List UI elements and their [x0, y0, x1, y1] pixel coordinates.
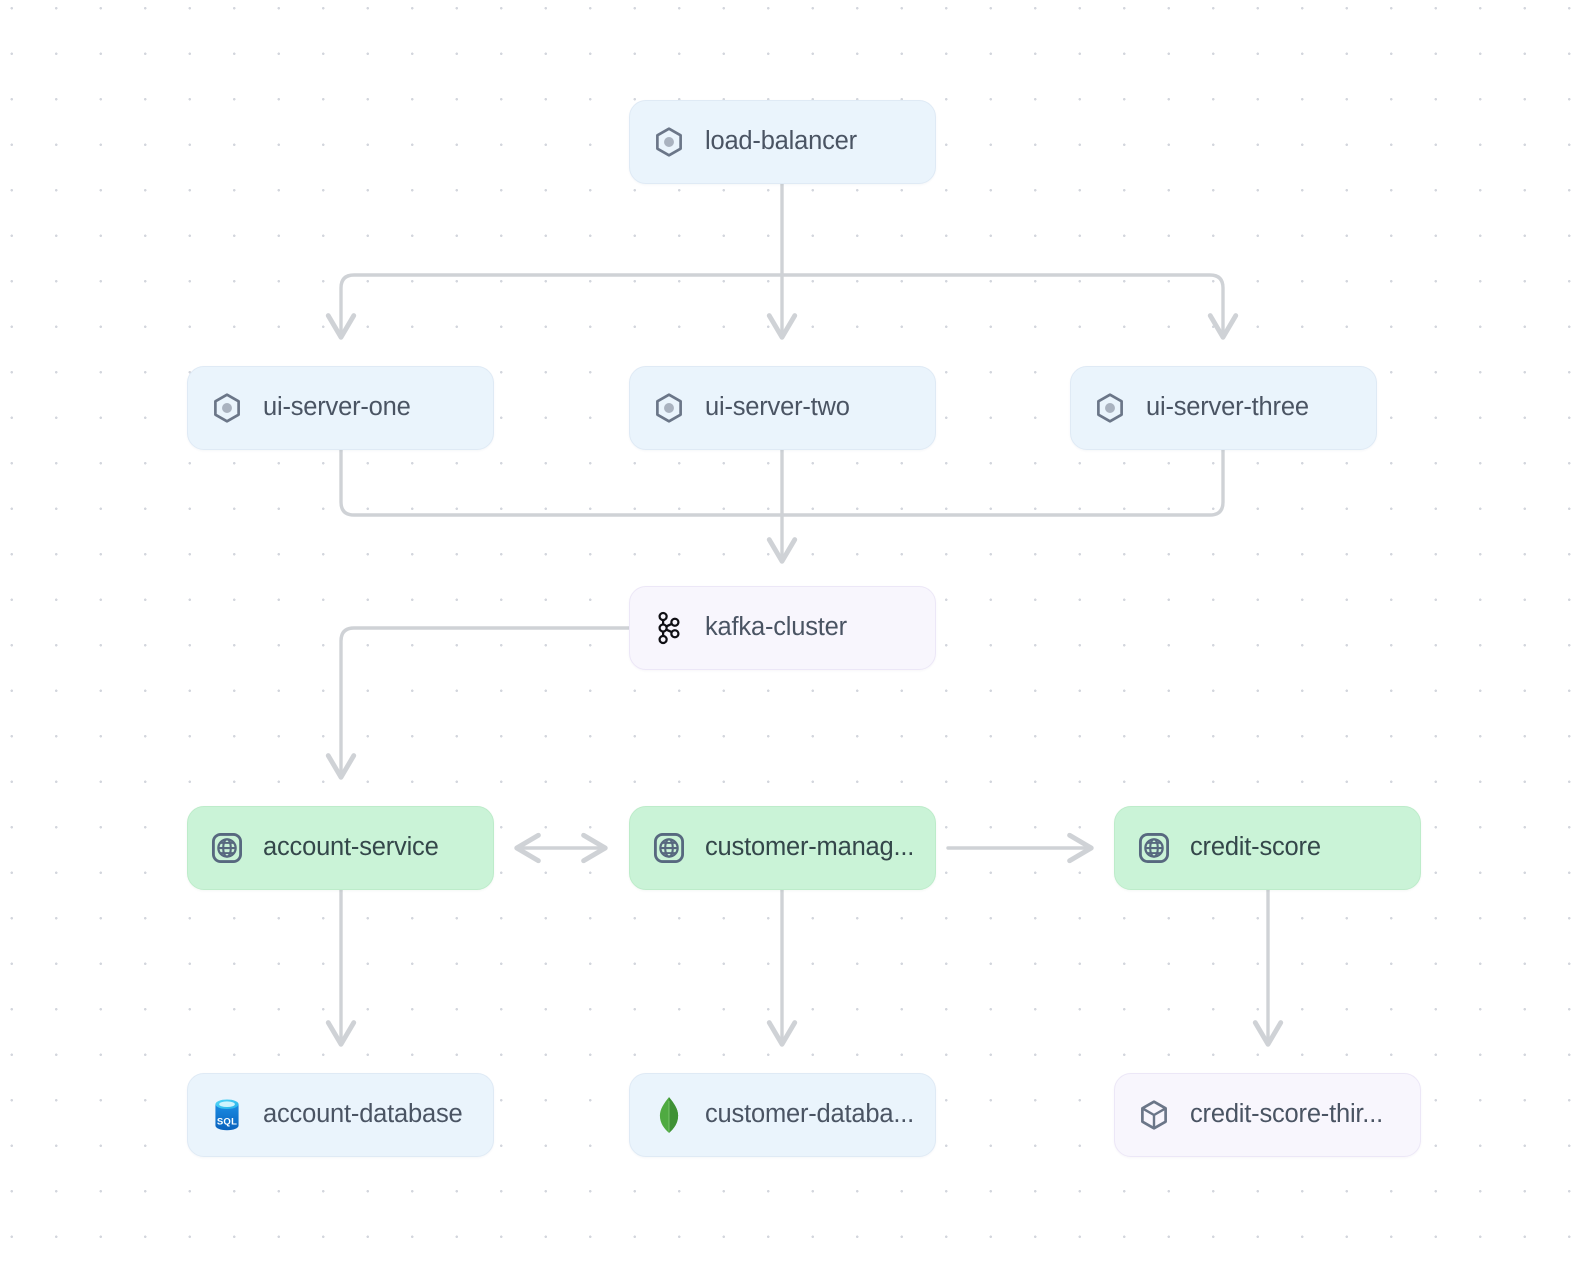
node-customer-database[interactable]: customer-databa... — [629, 1073, 936, 1157]
node-customer-management[interactable]: customer-manag... — [629, 806, 936, 890]
node-ui-server-one[interactable]: ui-server-one — [187, 366, 494, 450]
node-label: ui-server-two — [705, 395, 850, 421]
node-label: ui-server-three — [1146, 395, 1309, 421]
node-label: customer-databa... — [705, 1102, 915, 1128]
node-kafka-cluster[interactable]: kafka-cluster — [629, 586, 936, 670]
node-ui-server-two[interactable]: ui-server-two — [629, 366, 936, 450]
edge-ui-three-to-kafka — [780, 448, 1225, 517]
node-label: load-balancer — [705, 129, 857, 155]
mongodb-leaf-icon — [650, 1096, 688, 1134]
hexagon-server-icon — [208, 389, 246, 427]
node-account-service[interactable]: account-service — [187, 806, 494, 890]
svg-text:SQL: SQL — [217, 1116, 237, 1127]
node-credit-score-third-party[interactable]: credit-score-thir... — [1114, 1073, 1421, 1157]
edge-lb-to-ui-one — [325, 273, 784, 340]
node-credit-score[interactable]: credit-score — [1114, 806, 1421, 890]
node-label: customer-manag... — [705, 835, 915, 861]
hexagon-server-icon — [650, 389, 688, 427]
globe-service-icon — [650, 829, 688, 867]
node-label: account-database — [263, 1102, 463, 1128]
globe-service-icon — [208, 829, 246, 867]
cube-icon — [1135, 1096, 1173, 1134]
node-label: credit-score — [1190, 835, 1321, 861]
edge-lb-to-ui-three — [780, 273, 1239, 340]
hexagon-server-icon — [1091, 389, 1129, 427]
hexagon-server-icon — [650, 123, 688, 161]
node-label: kafka-cluster — [705, 615, 847, 641]
edge-kafka-to-account-service — [325, 626, 631, 780]
azure-sql-database-icon: SQL — [208, 1096, 246, 1134]
edge-ui-one-to-kafka — [339, 448, 784, 517]
node-load-balancer[interactable]: load-balancer — [629, 100, 936, 184]
node-label: ui-server-one — [263, 395, 411, 421]
kafka-icon — [650, 609, 688, 647]
node-label: credit-score-thir... — [1190, 1102, 1383, 1128]
node-ui-server-three[interactable]: ui-server-three — [1070, 366, 1377, 450]
globe-service-icon — [1135, 829, 1173, 867]
node-label: account-service — [263, 835, 439, 861]
node-account-database[interactable]: SQL account-database — [187, 1073, 494, 1157]
